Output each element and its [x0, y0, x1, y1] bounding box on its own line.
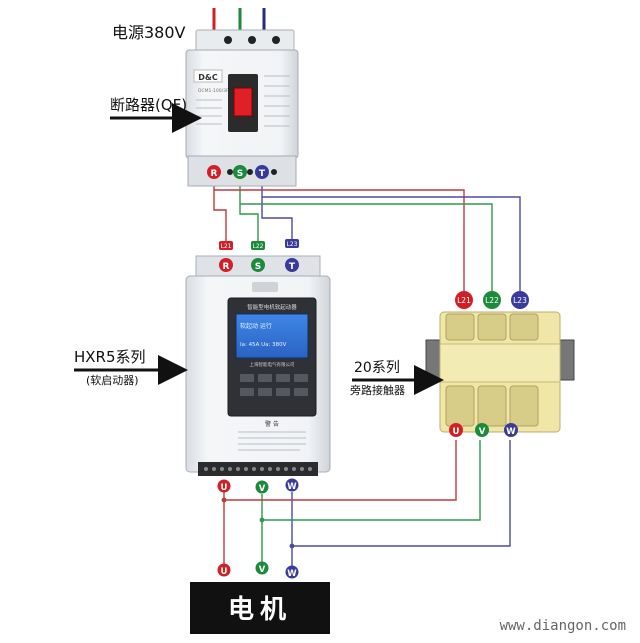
soft-starter: L21 L22 L23 R S T 智能型电机软起动器 软起动 运行 Ia: 4… [185, 239, 331, 476]
contactor-output-w: W [506, 427, 516, 437]
circuit-breaker: D&C DCM1-100/3P [185, 29, 299, 187]
motor-label: 电机 [228, 595, 292, 625]
starter-output-w: W [287, 482, 297, 492]
wire-r-breaker-starter [213, 186, 227, 242]
wire-v-contactor [262, 440, 481, 521]
wire-t-breaker-starter [261, 186, 293, 240]
motor-box [190, 582, 330, 634]
starter-caution: 警 告 [265, 420, 279, 428]
junction-dots [221, 497, 295, 549]
starter-sub-label: (软启动器) [86, 373, 139, 387]
contactor-input-l22: L22 [485, 296, 499, 305]
starter-key-3[interactable] [276, 374, 290, 382]
wire-u-contactor [224, 440, 457, 501]
motor-terminals: U V W [217, 561, 299, 579]
starter-key-1[interactable] [240, 374, 254, 382]
contactor-sub-label: 旁路接触器 [350, 383, 405, 397]
starter-output-u: U [221, 483, 228, 493]
motor-terminal-u: U [221, 567, 228, 577]
wire-t-bypass [262, 196, 521, 292]
starter-input-r: R [223, 262, 230, 272]
watermark: www.diangon.com [500, 618, 626, 634]
starter-lcd-line-1: 软起动 运行 [240, 322, 272, 330]
contactor-input-l21: L21 [457, 296, 471, 305]
starter-key-6[interactable] [258, 388, 272, 396]
bypass-contactor: L21 L22 L23 U V W [425, 291, 575, 437]
motor-terminal-w: W [287, 569, 297, 579]
breaker-terminal-t: T [259, 169, 266, 179]
wire-w-contactor [292, 440, 511, 547]
starter-panel-header: 智能型电机软起动器 [247, 303, 297, 311]
starter-lcd-line-2: Ia: 45A Ua: 380V [240, 342, 287, 348]
starter-output-v: V [259, 484, 266, 494]
starter-input-s: S [255, 262, 261, 272]
starter-caution-lines [238, 431, 306, 451]
starter-series-label: HXR5系列 [74, 348, 146, 366]
starter-tag-l23: L23 [287, 241, 298, 248]
breaker-toggle-handle[interactable] [233, 87, 253, 117]
starter-output-terminals: U V W [217, 478, 299, 494]
starter-lcd [235, 313, 309, 359]
breaker-terminals: R S T [207, 165, 277, 179]
starter-key-7[interactable] [276, 388, 290, 396]
contactor-series-label: 20系列 [354, 360, 400, 376]
breaker-terminal-r: R [211, 169, 218, 179]
starter-tag-l22: L22 [253, 243, 264, 250]
wire-s-bypass [240, 203, 493, 292]
contactor-input-l23: L23 [513, 296, 527, 305]
contactor-output-v: V [479, 427, 486, 437]
power-label: 电源380V [112, 23, 186, 42]
wire-s-breaker-starter [239, 186, 259, 242]
starter-tag-l21: L21 [221, 243, 232, 250]
starter-input-t: T [289, 262, 296, 272]
starter-key-2[interactable] [258, 374, 272, 382]
motor-terminal-v: V [259, 565, 266, 575]
starter-panel-brand: 上海智能电气有限公司 [250, 361, 295, 368]
wire-r-bypass [214, 189, 465, 292]
breaker-model: DCM1-100/3P [198, 88, 229, 94]
contactor-output-u: U [453, 427, 460, 437]
starter-screw-row [204, 467, 312, 471]
starter-key-8[interactable] [294, 388, 308, 396]
breaker-brand: D&C [198, 73, 218, 82]
starter-key-5[interactable] [240, 388, 254, 396]
starter-key-4[interactable] [294, 374, 308, 382]
breaker-label: 断路器(QF) [110, 96, 187, 114]
breaker-terminal-s: S [237, 169, 243, 179]
wires [213, 186, 521, 568]
